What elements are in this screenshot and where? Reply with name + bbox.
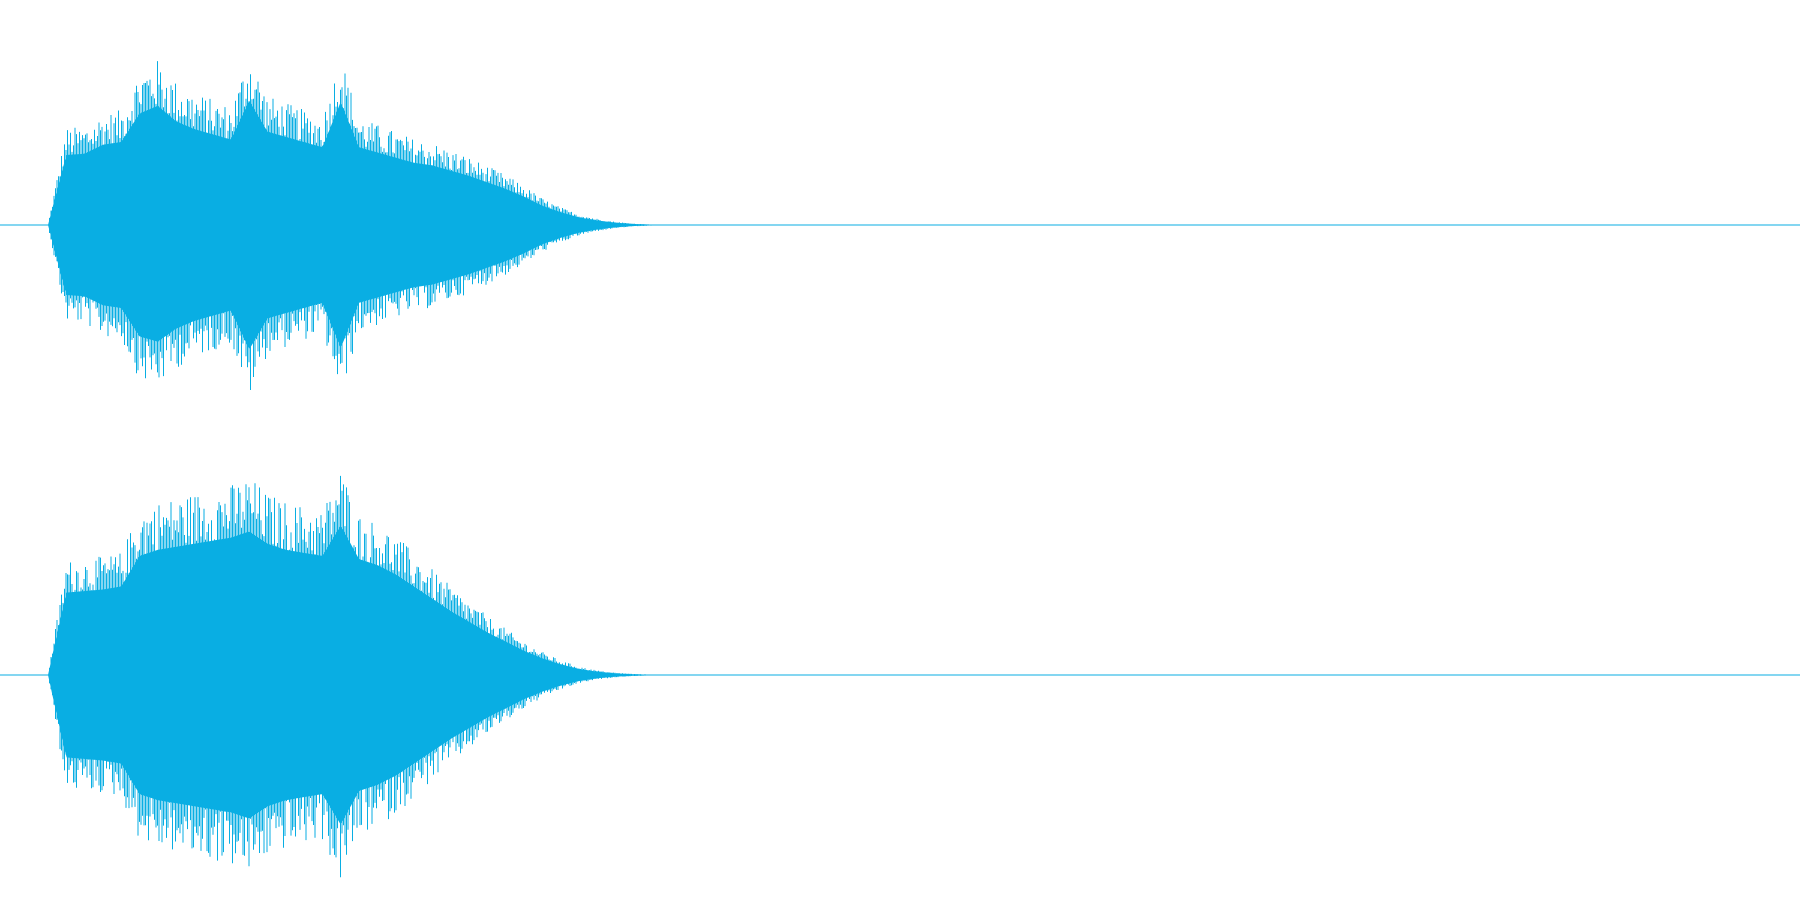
waveform-channel-2 <box>0 475 1800 878</box>
waveform-peaks <box>49 61 668 390</box>
waveform-channel-1 <box>0 61 1800 390</box>
waveform-peaks <box>49 475 667 878</box>
